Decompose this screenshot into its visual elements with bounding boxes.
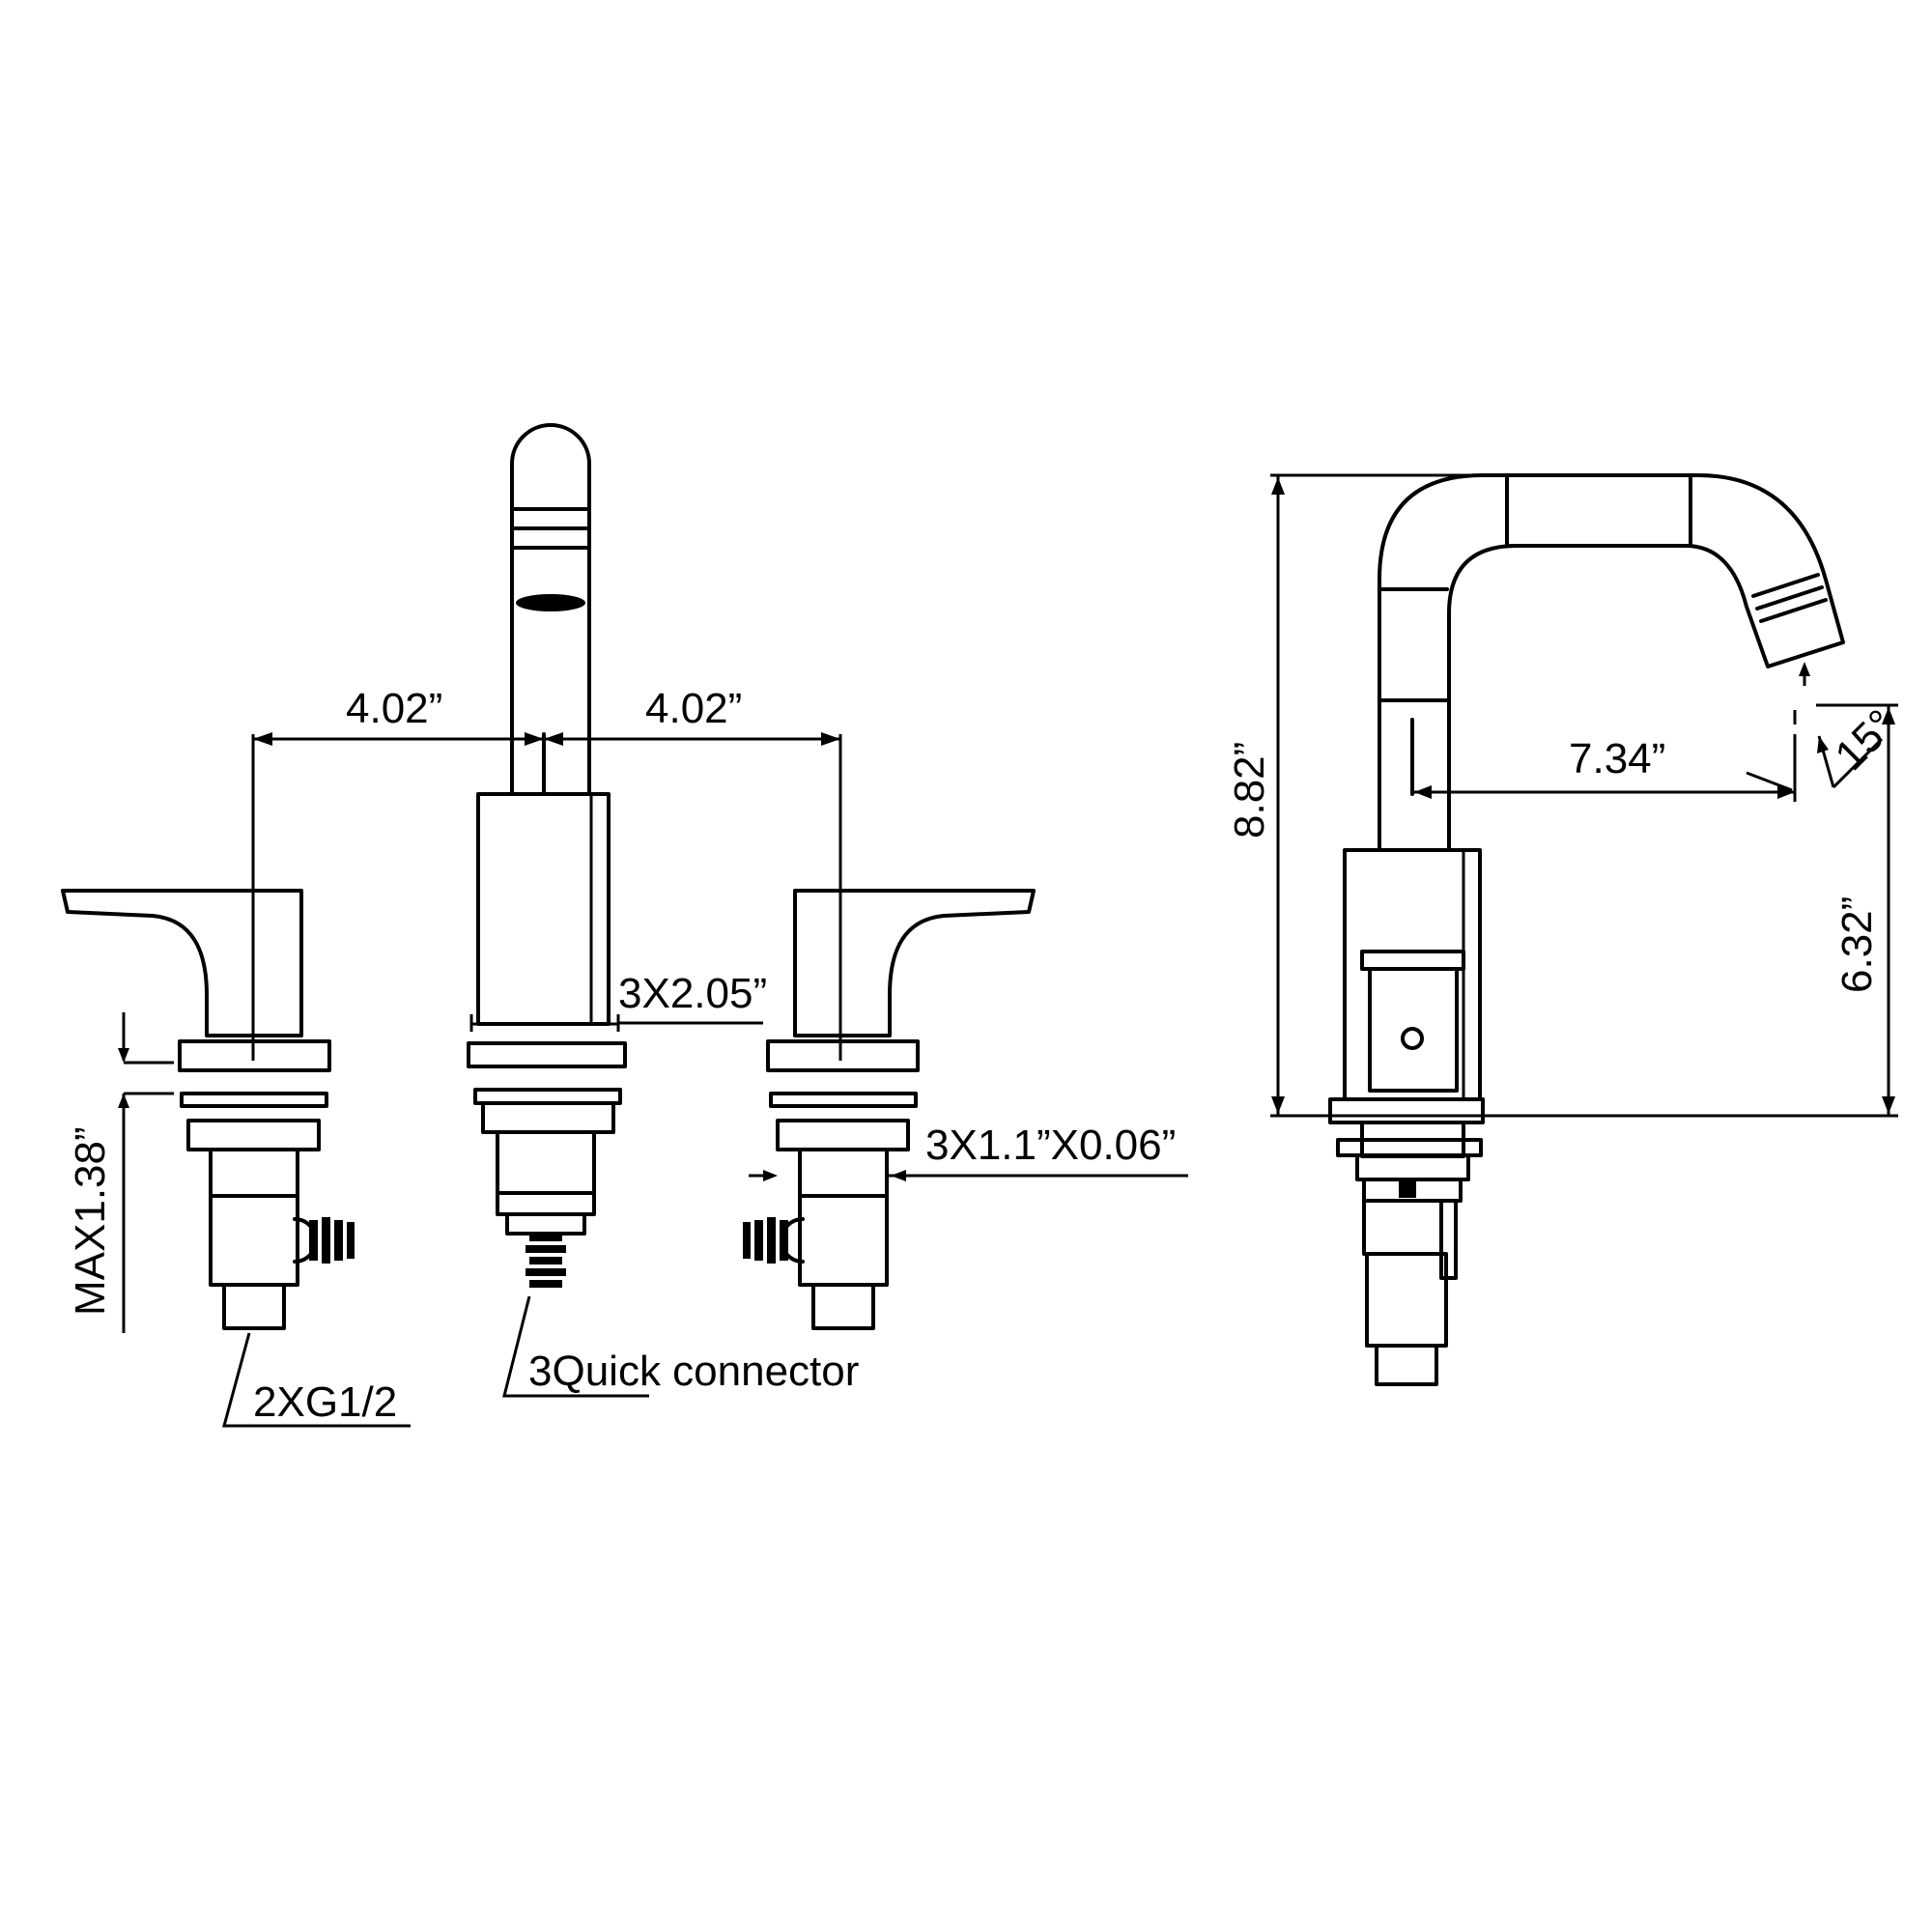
right-handle-valve [743,889,1036,1330]
spread-left-label: 4.02” [346,685,442,732]
spout-height-label: 6.32” [1833,896,1881,993]
shank-length-label: 3X2.05” [618,970,767,1017]
spout-height-dimension [1483,703,1898,1118]
washer-label: 3X1.1”X0.06” [925,1122,1176,1169]
spout-reach-label: 7.34” [1569,735,1665,782]
right-hose-fitting [743,1217,788,1264]
quick-connector-fitting [526,1234,566,1288]
spout-angle-dimension [1799,662,1884,789]
inlet-thread-label: 2XG1/2 [253,1378,397,1426]
front-view: 4.02” 4.02” 3X2.05” 3X1.1”X0.06” MAX1.38… [61,423,1188,1428]
spout-angle-label: 15° [1826,700,1905,780]
deck-thickness-label: MAX1.38” [67,1126,114,1316]
quick-connector-leader [502,1295,649,1398]
left-hose-fitting [309,1217,355,1264]
shank-length-leader [469,1014,763,1032]
center-spout [467,423,627,1288]
left-handle-valve [61,889,355,1330]
total-height-label: 8.82” [1226,742,1273,838]
side-shank [1336,1121,1483,1386]
total-height-dimension [1270,473,1492,1118]
side-view: 8.82” 6.32” 7.34” 15° [1226,473,1905,1386]
side-spout [1378,473,1845,852]
washer-leader [749,1170,1188,1181]
spout-reach-dimension [1412,710,1797,802]
deck-thickness-dimension [118,1012,174,1333]
side-body [1328,848,1485,1124]
inlet-thread-leader [222,1332,411,1428]
quick-connector-label: 3Quick connector [528,1348,859,1395]
spread-right-label: 4.02” [645,685,742,732]
spread-dimension [251,732,842,1061]
